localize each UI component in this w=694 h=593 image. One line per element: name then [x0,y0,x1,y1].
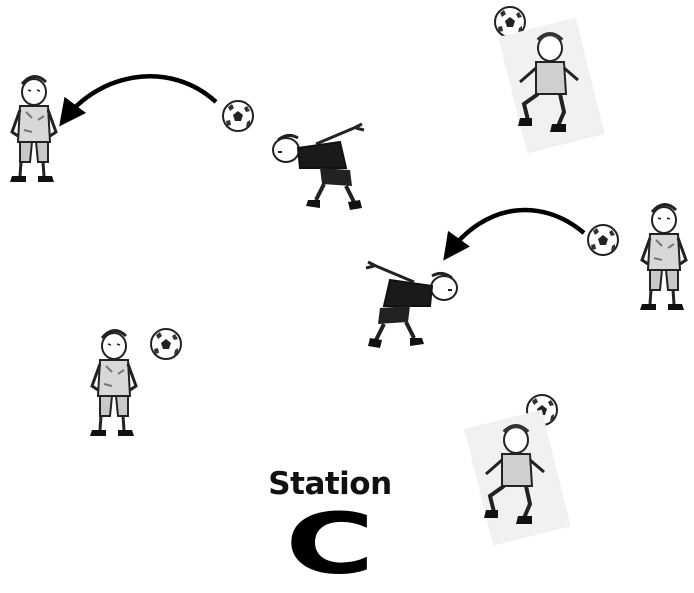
station-c-drill-diagram [8,6,688,548]
station-heading: Station [268,466,392,502]
player-throwing-icon [88,328,138,438]
station-letter: C [285,495,375,593]
player-diving-header-icon [364,260,459,350]
ball-path-arrow [443,207,586,261]
soccer-ball-icon [150,328,182,360]
ball-path-arrow [59,74,218,127]
soccer-ball-icon [587,224,619,256]
player-throwing-icon [8,74,58,184]
player-throwing-icon [638,202,688,312]
player-jumping-header-icon [496,15,607,156]
player-jumping-header-icon [462,407,573,548]
player-diving-header-icon [271,122,366,212]
soccer-ball-icon [222,100,254,132]
